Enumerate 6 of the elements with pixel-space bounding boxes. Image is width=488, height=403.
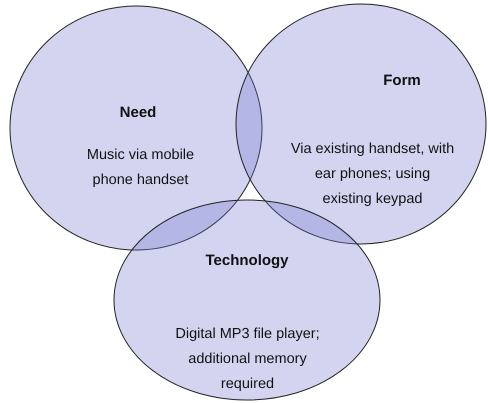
set-heading: Technology xyxy=(204,251,290,271)
set-description: Via existing handset, with ear phones; using existing keypad xyxy=(290,140,455,209)
set-description: Music via mobile phone handset xyxy=(86,146,196,190)
set-heading: Need xyxy=(118,103,158,123)
set-description: Digital MP3 file player; additional memory required xyxy=(174,325,321,394)
set-heading: Form xyxy=(382,71,422,91)
